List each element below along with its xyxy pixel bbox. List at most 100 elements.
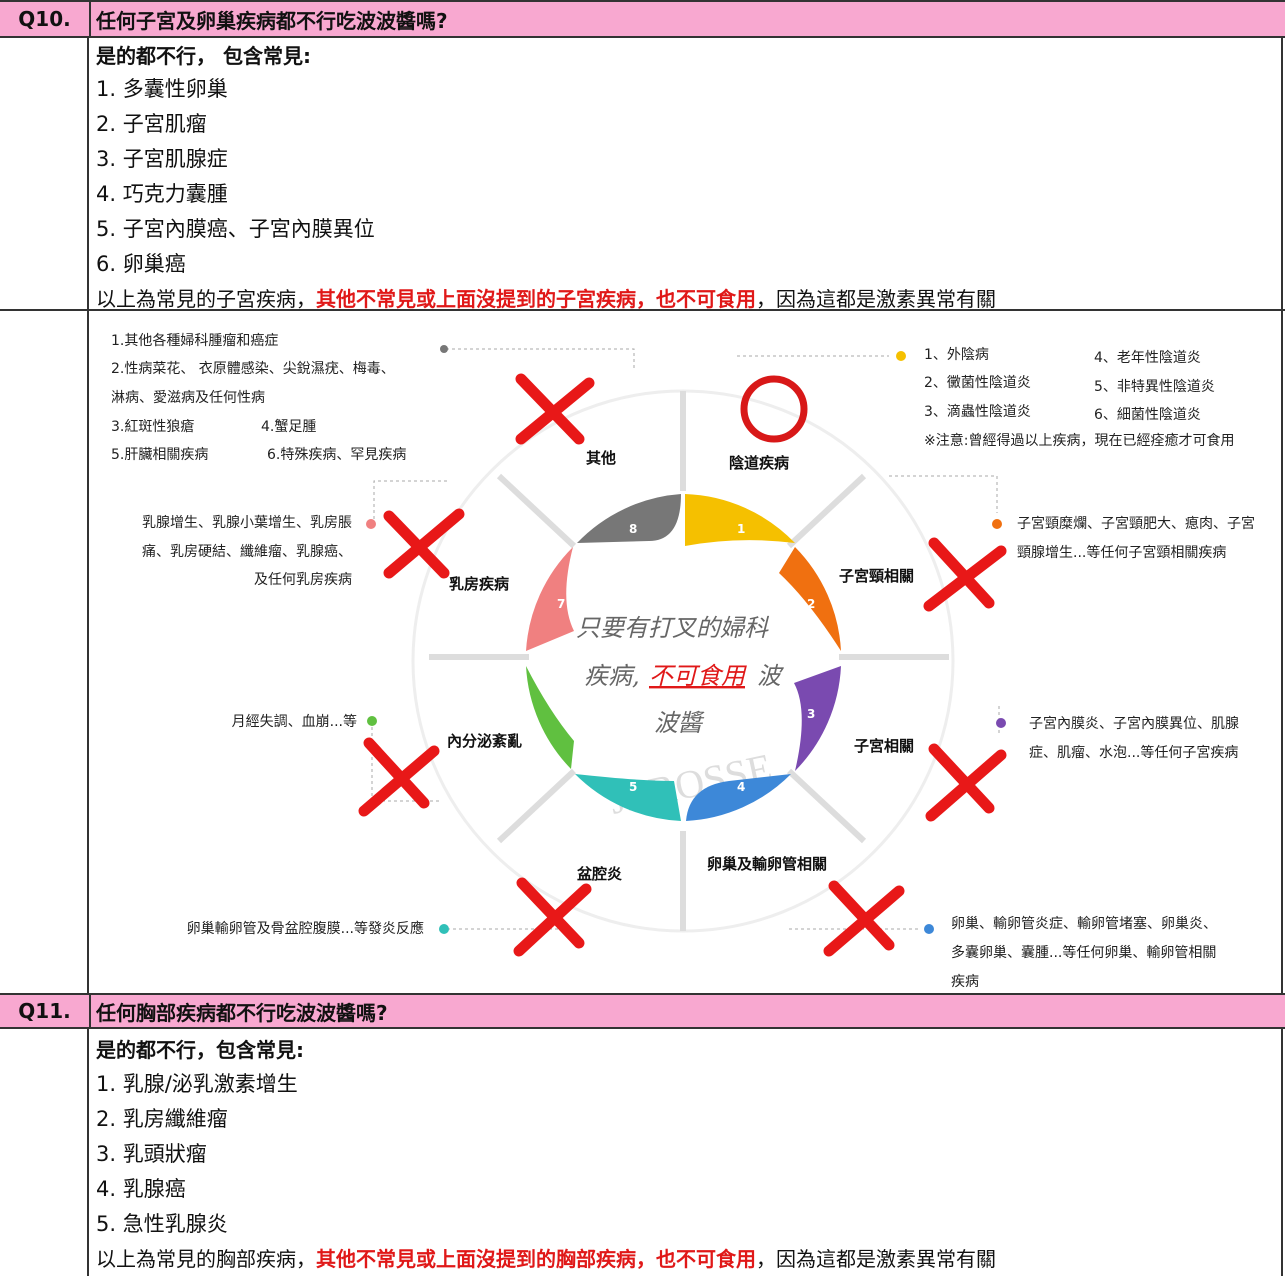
note-cervix-2: 頸腺增生...等任何子宮頸相關疾病 <box>1017 544 1226 561</box>
label-uterus: 子宮相關 <box>854 737 914 755</box>
segment-ring <box>526 494 841 821</box>
cross-icon-endocrine <box>358 737 440 817</box>
note-vaginal-3: 3、滴蟲性陰道炎 <box>924 403 1031 420</box>
note-breast-2: 痛、乳房硬結、纖維瘤、乳腺癌、 <box>142 543 352 560</box>
note-vaginal-5: 5、非特異性陰道炎 <box>1094 379 1215 395</box>
note-ovary-2: 多囊卵巢、囊腫...等任何卵巢、輸卵管相關 <box>951 944 1216 961</box>
q11-title: 任何胸部疾病都不行吃波波醬嗎? <box>96 1000 388 1025</box>
q11-number: Q11. <box>0 995 91 1027</box>
segment-number-6: 6 <box>557 707 565 721</box>
segment-2 <box>779 547 841 651</box>
note-other-5: 4.蟹足腫 <box>261 419 316 435</box>
q10-title: 任何子宮及卵巢疾病都不行吃波波醬嗎? <box>96 8 448 33</box>
cross-icon-breast <box>383 508 465 579</box>
q10-answer-heading: 是的都不行， 包含常見: <box>96 44 311 68</box>
q10-summary-post: ，因為這都是激素異常有關 <box>756 287 996 311</box>
q11-summary: 以上為常見的胸部疾病，其他不常見或上面沒提到的胸部疾病，也不可食用，因為這都是激… <box>96 1243 996 1272</box>
diagram-left-column <box>0 311 89 993</box>
center-text-line3: 波醬 <box>654 709 705 737</box>
note-other-3: 淋病、愛滋病及任何性病 <box>111 390 265 406</box>
q10-divider <box>0 309 1285 311</box>
note-vaginal-warning: ※注意:曾經得過以上疾病，現在已經痊癒才可食用 <box>924 432 1234 449</box>
dot-breast <box>366 519 376 529</box>
q10-summary-emphasis: 其他不常見或上面沒提到的子宮疾病，也不可食用 <box>316 287 756 311</box>
label-cervix: 子宮頸相關 <box>839 567 914 585</box>
segment-number-8: 8 <box>629 522 637 536</box>
q10-right-border <box>1281 38 1283 310</box>
q11-item-2: 2. 乳房纖維瘤 <box>96 1107 228 1131</box>
cross-icon-uterus <box>925 743 1007 822</box>
cross-icon-cervix <box>923 537 1007 612</box>
dot-vaginal <box>896 351 906 361</box>
note-vaginal-6: 6、細菌性陰道炎 <box>1094 407 1201 423</box>
note-cervix-1: 子宮頸糜爛、子宮頸肥大、瘜肉、子宮 <box>1017 515 1255 532</box>
note-vaginal-2: 2、黴菌性陰道炎 <box>924 375 1031 391</box>
label-other: 其他 <box>586 449 616 467</box>
label-endocrine: 內分泌紊亂 <box>447 732 522 750</box>
diagram-right-border <box>1281 311 1283 993</box>
cross-icon-ovary <box>823 880 905 957</box>
segment-3 <box>794 666 841 771</box>
cross-icon-other <box>515 373 595 445</box>
q11-right-border <box>1281 1029 1283 1276</box>
spokes <box>429 391 949 931</box>
note-breast-3: 及任何乳房疾病 <box>254 572 352 588</box>
segment-number-1: 1 <box>737 522 745 536</box>
segment-8 <box>577 494 681 543</box>
segment-number-5: 5 <box>629 780 637 794</box>
dot-cervix <box>992 519 1002 529</box>
segment-6 <box>526 666 574 769</box>
q10-item-1: 1. 多囊性卵巢 <box>96 77 228 101</box>
note-breast-1: 乳腺增生、乳腺小葉增生、乳房脹 <box>142 515 352 531</box>
note-other-1: 1.其他各種婦科腫瘤和癌症 <box>111 332 278 349</box>
note-ovary-1: 卵巢、輸卵管炎症、輸卵管堵塞、卵巢炎、 <box>951 915 1217 932</box>
q11-summary-pre: 以上為常見的胸部疾病， <box>96 1247 316 1271</box>
label-vaginal: 陰道疾病 <box>729 454 789 472</box>
q11-item-3: 3. 乳頭狀瘤 <box>96 1142 207 1166</box>
note-other-4: 3.紅斑性狼瘡 <box>111 419 194 435</box>
q10-header-row: Q10. 任何子宮及卵巢疾病都不行吃波波醬嗎? <box>0 0 1285 38</box>
center-text-line2c: 波 <box>757 662 785 690</box>
q10-item-3: 3. 子宮肌腺症 <box>96 147 228 171</box>
center-text-line1: 只要有打叉的婦科 <box>576 614 770 642</box>
note-other-2: 2.性病菜花、 衣原體感染、尖銳濕疣、梅毒、 <box>111 360 395 377</box>
segment-number-7: 7 <box>557 597 565 611</box>
center-text-emphasis: 不可食用 <box>649 662 747 690</box>
dot-pelvic <box>439 924 449 934</box>
q10-left-column <box>0 38 89 310</box>
label-breast: 乳房疾病 <box>449 575 509 593</box>
note-endocrine-1: 月經失調、血崩...等 <box>232 713 357 730</box>
q10-number: Q10. <box>0 2 91 36</box>
q10-summary-pre: 以上為常見的子宮疾病， <box>96 287 316 311</box>
q10-summary: 以上為常見的子宮疾病，其他不常見或上面沒提到的子宮疾病，也不可食用，因為這都是激… <box>96 283 996 312</box>
red-circle-icon <box>740 375 808 443</box>
dot-endocrine <box>367 716 377 726</box>
dot-uterus <box>996 718 1006 728</box>
q10-item-2: 2. 子宮肌瘤 <box>96 112 207 136</box>
note-uterus-1: 子宮內膜炎、子宮內膜異位、肌腺 <box>1029 716 1239 732</box>
segment-7 <box>526 547 574 651</box>
segment-number-2: 2 <box>807 597 815 611</box>
label-ovary: 卵巢及輸卵管相關 <box>707 855 827 873</box>
q11-item-1: 1. 乳腺/泌乳激素增生 <box>96 1072 298 1096</box>
gynecology-diagram: JEROSSE 1 2 3 4 5 6 7 8 只要有打叉的婦科 疾病, <box>89 311 1283 993</box>
red-cross-group <box>358 373 1007 957</box>
note-ovary-3: 疾病 <box>951 974 979 990</box>
segment-number-3: 3 <box>807 707 815 721</box>
note-vaginal-1: 1、外陰病 <box>924 347 989 363</box>
note-pelvic-1: 卵巢輸卵管及骨盆腔腹膜...等發炎反應 <box>187 920 424 937</box>
cross-icon-pelvic <box>513 877 592 957</box>
label-pelvic: 盆腔炎 <box>576 865 622 883</box>
q11-answer-heading: 是的都不行，包含常見: <box>96 1038 304 1062</box>
segment-1 <box>685 494 795 546</box>
dot-other <box>440 345 448 353</box>
note-uterus-2: 症、肌瘤、水泡...等任何子宮疾病 <box>1029 744 1238 761</box>
q11-summary-emphasis: 其他不常見或上面沒提到的胸部疾病，也不可食用 <box>316 1247 756 1271</box>
q10-item-6: 6. 卵巢癌 <box>96 252 186 276</box>
note-other-6: 5.肝臟相關疾病 <box>111 447 208 463</box>
q10-item-4: 4. 巧克力囊腫 <box>96 182 228 206</box>
q10-item-5: 5. 子宮內膜癌、子宮內膜異位 <box>96 217 375 241</box>
note-other-7: 6.特殊疾病、罕見疾病 <box>267 447 406 463</box>
q11-item-5: 5. 急性乳腺炎 <box>96 1212 228 1236</box>
note-vaginal-4: 4、老年性陰道炎 <box>1094 350 1201 366</box>
